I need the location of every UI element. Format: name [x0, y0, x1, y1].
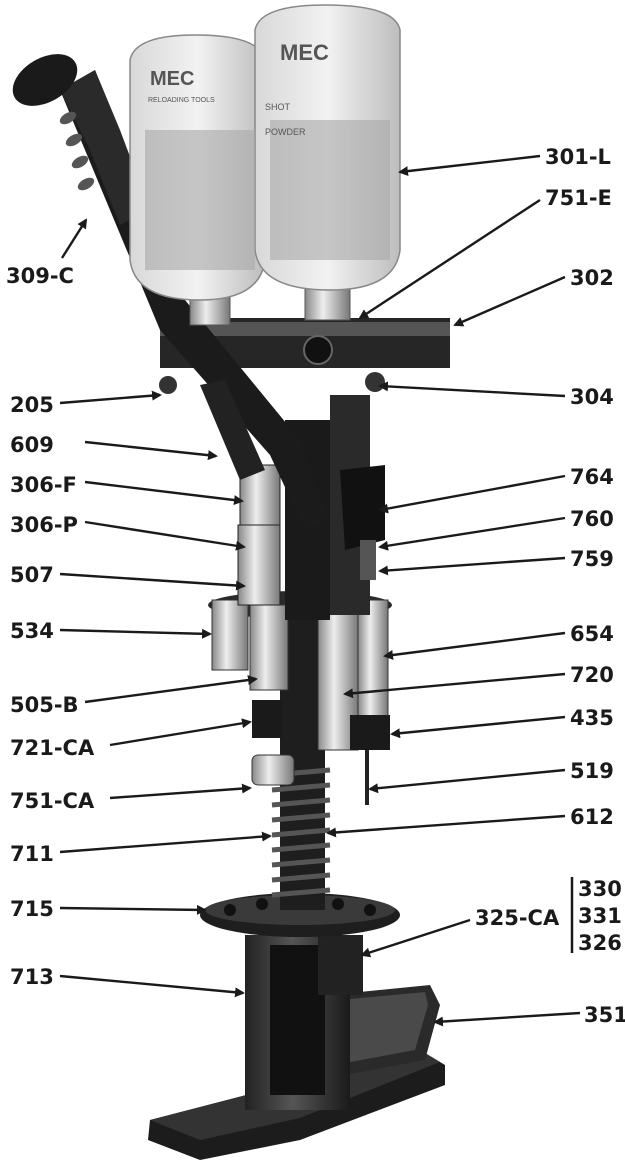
label-751-e: 751-E: [545, 186, 612, 210]
label-331: 331: [578, 904, 622, 928]
label-302: 302: [570, 266, 614, 290]
die-534: [211, 599, 249, 671]
pivot-205: [159, 376, 177, 394]
label-306-p: 306-P: [10, 513, 78, 537]
label-306-f: 306-F: [10, 473, 77, 497]
right-bottle-brand: MEC: [280, 40, 329, 65]
left-bottle-brand: MEC: [150, 68, 194, 90]
label-325-ca: 325-CA: [475, 906, 560, 930]
die-654: [357, 599, 389, 721]
label-711: 711: [10, 842, 54, 866]
label-759: 759: [570, 547, 614, 571]
handle-knob: [12, 54, 78, 106]
label-330: 330: [578, 877, 622, 901]
label-304: 304: [570, 385, 614, 409]
primer-tray-inner: [338, 992, 428, 1062]
label-326: 326: [578, 931, 622, 955]
label-309-c: 309-C: [6, 264, 74, 288]
left-bottle-sub: RELOADING TOOLS: [148, 97, 215, 104]
label-534: 534: [10, 619, 54, 643]
label-507: 507: [10, 563, 54, 587]
label-301-l: 301-L: [545, 145, 611, 169]
label-654: 654: [570, 622, 614, 646]
die-505-b: [249, 604, 289, 691]
label-715: 715: [10, 897, 54, 921]
part-labels: 301-L 751-E 309-C 302 205 304 609 306-F …: [6, 145, 625, 1027]
die-435: [350, 715, 390, 750]
label-720: 720: [570, 663, 614, 687]
press-illustration: MEC RELOADING TOOLS MEC SHOT POWDER: [12, 4, 450, 1160]
pivot-304: [365, 372, 385, 392]
wad-guide-306-p: [237, 524, 281, 606]
label-205: 205: [10, 393, 54, 417]
primer-feed: [318, 935, 363, 995]
label-612: 612: [570, 805, 614, 829]
leader-lines: [59, 154, 581, 1027]
label-519: 519: [570, 759, 614, 783]
label-505-b: 505-B: [10, 693, 79, 717]
label-609: 609: [10, 433, 54, 457]
right-bottle-sub2: POWDER: [265, 127, 306, 137]
crimp-station: [251, 754, 295, 786]
right-bottle-sub: SHOT: [265, 102, 291, 112]
rod-760: [360, 540, 376, 580]
lever-link-609: [200, 380, 265, 480]
label-351: 351: [584, 1003, 625, 1027]
label-764: 764: [570, 465, 614, 489]
die-721-ca: [252, 700, 282, 738]
label-760: 760: [570, 507, 614, 531]
label-713: 713: [10, 965, 54, 989]
label-435: 435: [570, 706, 614, 730]
label-751-ca: 751-CA: [10, 789, 95, 813]
label-721-ca: 721-CA: [10, 736, 95, 760]
